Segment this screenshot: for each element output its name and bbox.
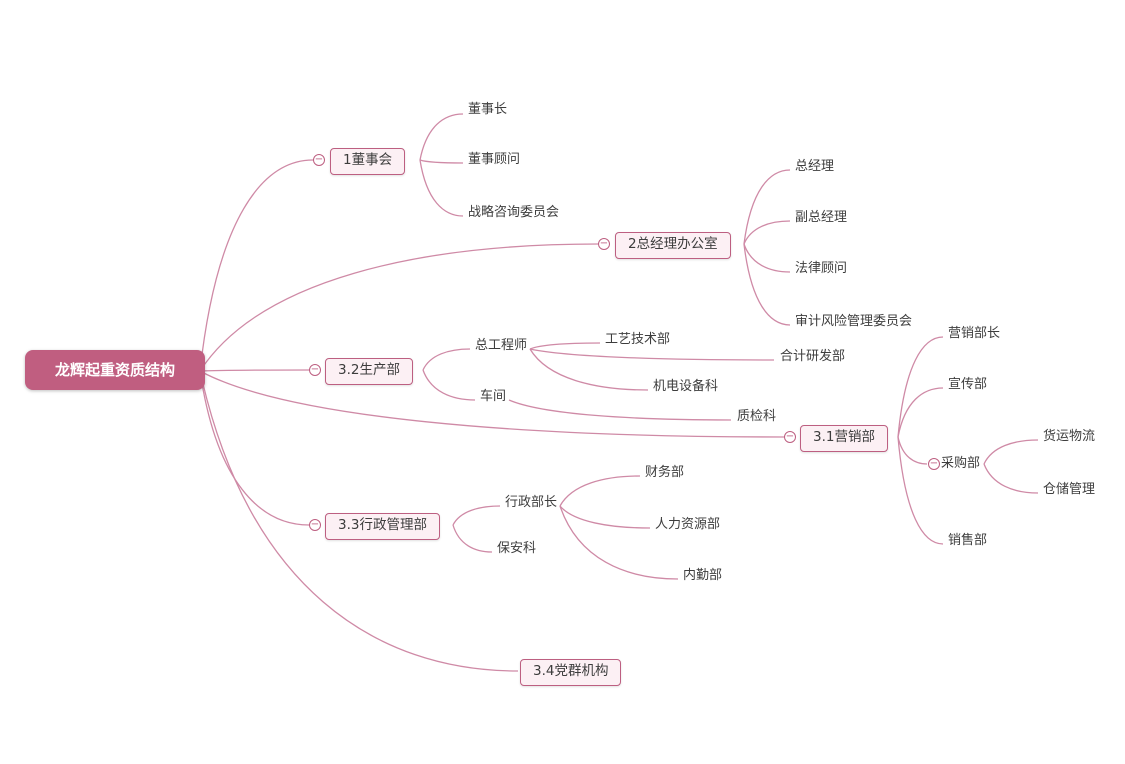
node-admin-director[interactable]: 行政部长 xyxy=(505,495,558,510)
node-board-advisor[interactable]: 董事顾问 xyxy=(468,152,521,167)
node-tech-process-dept[interactable]: 工艺技术部 xyxy=(605,332,671,347)
node-audit-risk-committee[interactable]: 审计风险管理委员会 xyxy=(795,314,913,329)
node-marketing[interactable]: 3.1营销部 xyxy=(800,425,888,452)
edge-marketing-publicity-dept xyxy=(897,387,944,438)
edge-workshop-quality-dept xyxy=(508,399,732,421)
edge-purchasing-dept-freight-logistics xyxy=(983,439,1039,465)
node-board[interactable]: 1董事会 xyxy=(330,148,406,175)
edge-chief-engineer-rd-dept xyxy=(529,348,775,361)
node-internal-affairs-dept[interactable]: 内勤部 xyxy=(683,568,723,583)
node-sales-dept[interactable]: 销售部 xyxy=(948,533,988,548)
edge-gm-office-legal-advisor xyxy=(743,243,791,273)
collapse-icon-purchasing-dept[interactable]: − xyxy=(928,458,940,470)
node-electromech-dept[interactable]: 机电设备科 xyxy=(653,379,719,394)
edge-gm-office-audit-risk-committee xyxy=(743,243,791,326)
node-hr-dept[interactable]: 人力资源部 xyxy=(655,517,721,532)
edge-marketing-purchasing-dept xyxy=(897,436,928,465)
node-admin[interactable]: 3.3行政管理部 xyxy=(325,513,440,540)
edge-purchasing-dept-warehouse-mgmt xyxy=(983,463,1039,494)
edge-root-production xyxy=(199,369,310,372)
node-finance-dept[interactable]: 财务部 xyxy=(645,465,685,480)
edge-production-workshop xyxy=(422,369,476,401)
collapse-icon-marketing[interactable]: − xyxy=(784,431,796,443)
node-gm-office[interactable]: 2总经理办公室 xyxy=(615,232,731,259)
collapse-icon-gm-office[interactable]: − xyxy=(598,238,610,250)
node-rd-dept[interactable]: 合计研发部 xyxy=(780,349,846,364)
edge-gm-office-general-manager xyxy=(743,169,791,245)
edge-production-chief-engineer xyxy=(422,348,471,371)
collapse-icon-admin[interactable]: − xyxy=(309,519,321,531)
collapse-icon-production[interactable]: − xyxy=(309,364,321,376)
edge-admin-director-hr-dept xyxy=(559,505,651,529)
edge-marketing-marketing-director xyxy=(897,336,944,438)
edge-admin-security-dept xyxy=(452,524,493,553)
edge-admin-director-finance-dept xyxy=(559,475,641,507)
edge-root-gm-office xyxy=(199,243,599,372)
node-deputy-gm[interactable]: 副总经理 xyxy=(795,210,848,225)
collapse-icon-board[interactable]: − xyxy=(313,154,325,166)
node-board-chairman[interactable]: 董事长 xyxy=(468,102,508,117)
node-marketing-director[interactable]: 营销部长 xyxy=(948,326,1001,341)
node-legal-advisor[interactable]: 法律顾问 xyxy=(795,261,848,276)
edge-board-strategy-committee xyxy=(419,159,464,217)
node-root[interactable]: 龙辉起重资质结构 xyxy=(25,350,205,390)
edge-chief-engineer-tech-process-dept xyxy=(529,342,601,350)
node-publicity-dept[interactable]: 宣传部 xyxy=(948,377,988,392)
edge-marketing-sales-dept xyxy=(897,436,944,545)
edge-board-board-advisor xyxy=(419,159,464,164)
edge-chief-engineer-electromech-dept xyxy=(529,348,649,391)
edge-root-admin xyxy=(199,370,310,526)
node-freight-logistics[interactable]: 货运物流 xyxy=(1043,429,1096,444)
node-workshop[interactable]: 车间 xyxy=(480,389,507,404)
edge-admin-admin-director xyxy=(452,505,501,526)
node-warehouse-mgmt[interactable]: 仓储管理 xyxy=(1043,482,1096,497)
node-strategy-committee[interactable]: 战略咨询委员会 xyxy=(468,205,560,220)
node-purchasing-dept[interactable]: 采购部 xyxy=(941,456,981,471)
node-general-manager[interactable]: 总经理 xyxy=(795,159,835,174)
edge-root-board xyxy=(199,159,314,372)
node-production[interactable]: 3.2生产部 xyxy=(325,358,413,385)
edge-gm-office-deputy-gm xyxy=(743,220,791,245)
node-security-dept[interactable]: 保安科 xyxy=(497,541,537,556)
edge-board-board-chairman xyxy=(419,113,464,161)
node-party-org[interactable]: 3.4党群机构 xyxy=(520,659,622,686)
node-chief-engineer[interactable]: 总工程师 xyxy=(475,338,528,353)
node-quality-dept[interactable]: 质检科 xyxy=(737,409,777,424)
